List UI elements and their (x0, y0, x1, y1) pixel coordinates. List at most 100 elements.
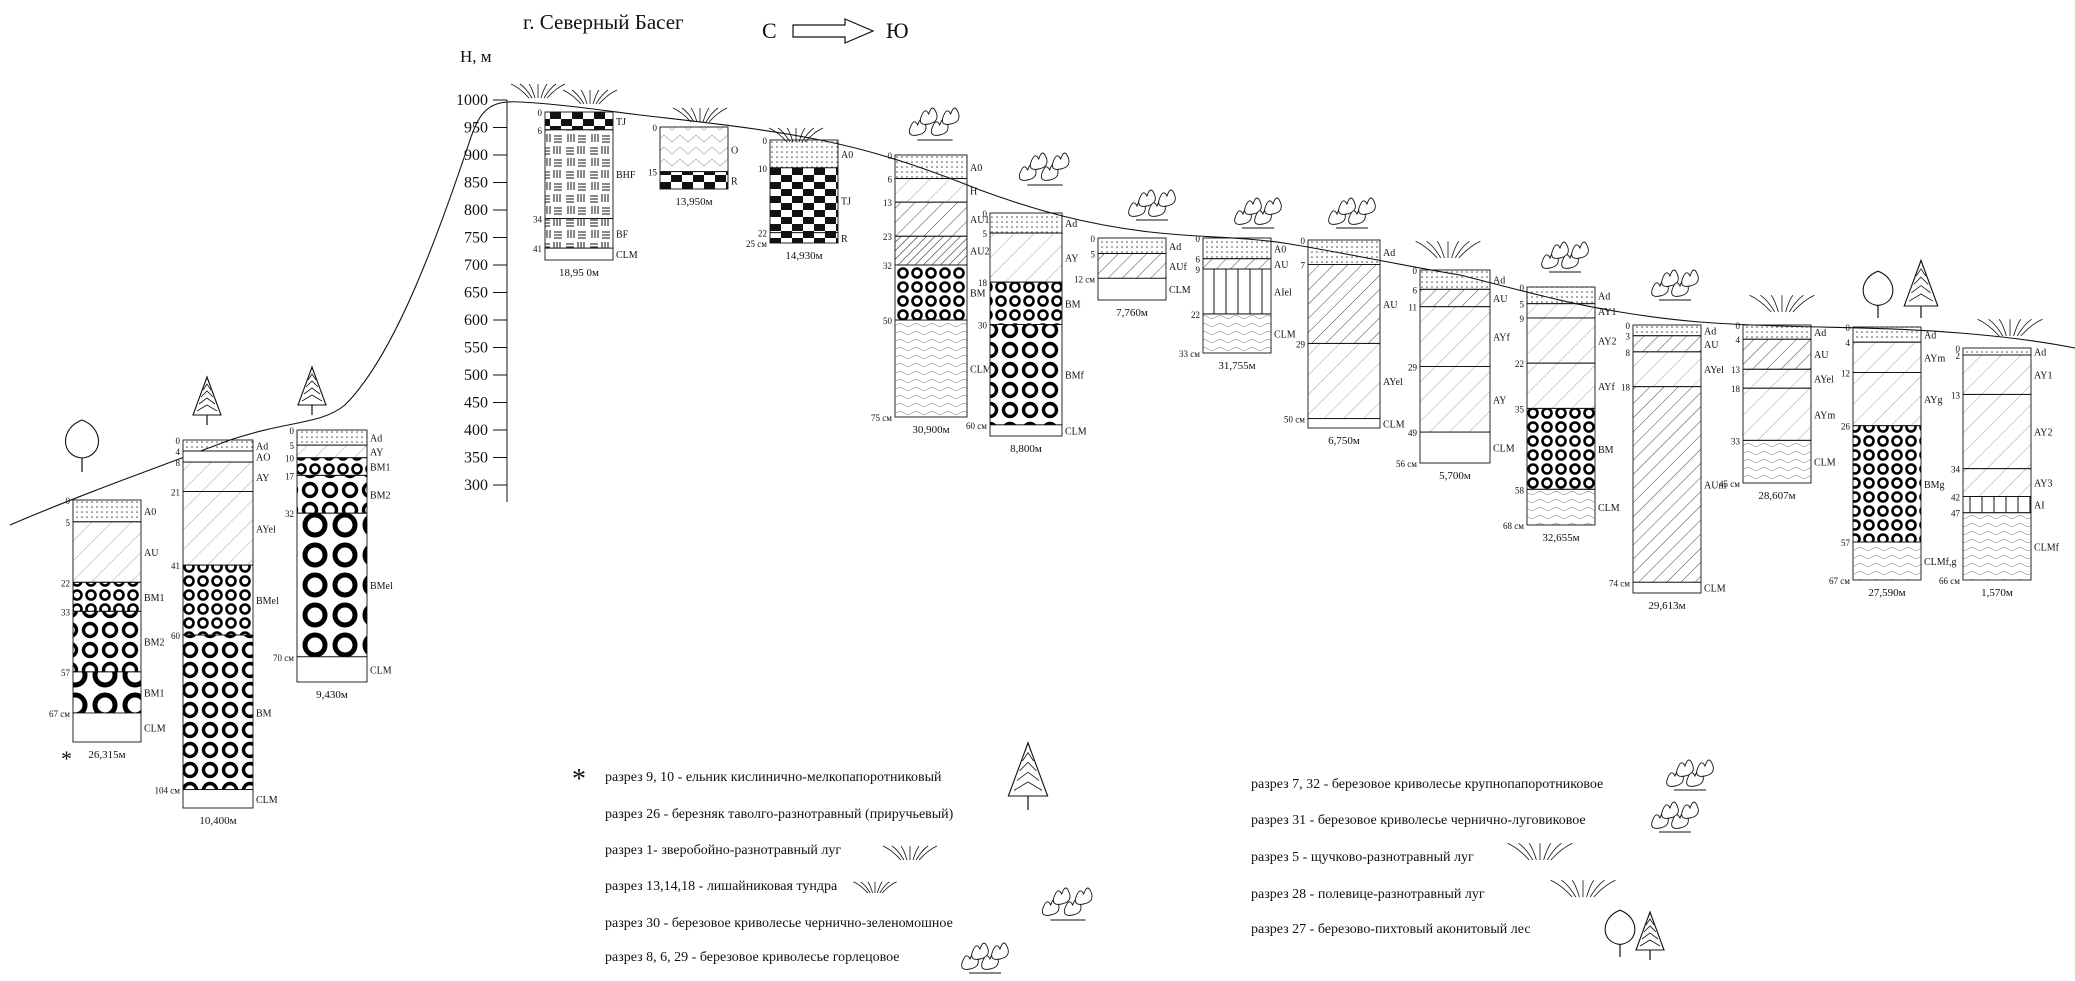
soil-profile: A0TJR0102225 см14,930м (746, 136, 853, 262)
tree-icon (298, 367, 326, 415)
horizon-label: AY (1493, 395, 1507, 406)
horizon-label: BMf (1065, 371, 1085, 382)
profile-elevation: 1,570м (1981, 587, 2013, 599)
horizon-label: BM1 (144, 688, 165, 699)
depth-label: 0 (888, 151, 893, 161)
soil-horizon (297, 458, 367, 476)
shrub-icon (909, 108, 959, 140)
grass-icon (853, 882, 896, 893)
soil-horizon (183, 492, 253, 566)
depth-label: 22 (1191, 310, 1200, 320)
horizon-label: Ad (2034, 347, 2046, 358)
grass-icon (1978, 319, 2043, 336)
soil-horizon (545, 112, 613, 130)
depth-label: 0 (983, 209, 988, 219)
legend-item: разрез 8, 6, 29 - березовое криволесье г… (605, 950, 900, 966)
soil-horizon (1420, 289, 1490, 306)
soil-profile: A0AUBM1BM2BM1CLM0522335767 см26,315м* (49, 496, 166, 771)
horizon-label: CLM (616, 250, 638, 261)
legend-item: разрез 13,14,18 - лишайниковая тундра (605, 879, 837, 895)
shrub-icon (1329, 198, 1376, 228)
depth-label: 58 (1515, 485, 1525, 495)
depth-label: 50 см (1284, 415, 1305, 425)
axis-tick-label: 900 (464, 147, 488, 164)
depth-label: 56 см (1396, 459, 1417, 469)
tree-icon (1636, 912, 1664, 960)
depth-label: 60 (171, 631, 181, 641)
grass-icon (511, 84, 565, 98)
horizon-label: AYm (1814, 410, 1836, 421)
horizon-label: CLM (970, 365, 992, 376)
legend-item: разрез 9, 10 - ельник кислинично-мелкопа… (605, 770, 942, 786)
horizon-label: Ad (1383, 248, 1395, 259)
shrub-icon (1667, 760, 1714, 790)
depth-label: 29 (1408, 363, 1418, 373)
horizon-label: AI (2034, 501, 2045, 512)
horizon-label: AYel (1814, 375, 1834, 386)
horizon-label: CLM (370, 665, 392, 676)
axis-tick-label: 300 (464, 477, 488, 494)
depth-label: 33 (61, 607, 71, 617)
soil-horizon (1203, 259, 1271, 269)
horizon-label: H (970, 186, 977, 197)
depth-label: 34 (1951, 465, 1961, 475)
depth-label: 8 (1626, 348, 1631, 358)
soil-horizon (1963, 355, 2031, 394)
depth-label: 0 (1736, 321, 1741, 331)
depth-label: 57 (1841, 538, 1851, 548)
depth-label: 7 (1301, 260, 1306, 270)
soil-horizon (895, 320, 967, 417)
depth-label: 6 (538, 126, 543, 136)
horizon-label: AU (1814, 350, 1829, 361)
horizon-label: CLM (1169, 285, 1191, 296)
depth-label: 5 (66, 518, 71, 528)
axis-tick-label: 550 (464, 340, 488, 357)
depth-label: 26 (1841, 422, 1851, 432)
soil-horizon (770, 168, 838, 233)
direction-arrow: С Ю (762, 18, 909, 43)
depth-label: 29 (1296, 339, 1306, 349)
profile-elevation: 8,800м (1010, 443, 1042, 455)
soil-horizon (895, 202, 967, 236)
soil-horizon (73, 672, 141, 713)
legend-item: разрез 1- зверобойно-разнотравный луг (605, 843, 841, 859)
soil-profile: AdAYBM1BM2BMelCLM0510173270 см9,430м (273, 426, 393, 701)
direction-to: Ю (886, 18, 909, 43)
horizon-label: AU2 (970, 247, 989, 258)
soil-horizon (1527, 363, 1595, 408)
depth-label: 0 (1846, 323, 1851, 333)
depth-label: 33 (1731, 436, 1741, 446)
depth-label: 2 (1956, 351, 1961, 361)
horizon-label: R (841, 234, 848, 245)
horizon-label: O (731, 145, 738, 156)
shrub-icon (1129, 190, 1176, 220)
depth-label: 17 (285, 471, 295, 481)
depth-label: 5 (983, 229, 988, 239)
soil-horizon (1963, 348, 2031, 355)
soil-horizon (545, 219, 613, 249)
grass-icon (1551, 880, 1616, 897)
horizon-label: AYel (1383, 377, 1403, 388)
soil-horizon (990, 325, 1062, 425)
axis-tick-label: 400 (464, 422, 488, 439)
elevation-axis: 1000950900850800750700650600550500450400… (456, 92, 507, 502)
shrub-icon (1542, 242, 1589, 272)
soil-profile: A0AUAIelCLM0692233 см31,755м (1179, 234, 1296, 372)
depth-label: 66 см (1939, 576, 1960, 586)
legend-item: разрез 30 - березовое криволесье черничн… (605, 916, 953, 932)
horizon-label: AY2 (1598, 337, 1617, 348)
soil-horizon (1098, 278, 1166, 300)
horizon-label: BMel (370, 581, 393, 592)
shrub-icon (1652, 270, 1699, 300)
profile-elevation: 26,315м (88, 749, 125, 761)
depth-label: 70 см (273, 653, 294, 663)
horizon-label: AYf (1493, 333, 1511, 344)
soil-profile: AdAOAYAYelBMelBMCLM048214160104 см10,400… (155, 436, 279, 827)
depth-label: 5 (1520, 300, 1525, 310)
depth-label: 42 (1951, 492, 1960, 502)
soil-horizon (183, 790, 253, 808)
depth-label: 104 см (155, 786, 181, 796)
depth-label: 12 (1841, 369, 1850, 379)
